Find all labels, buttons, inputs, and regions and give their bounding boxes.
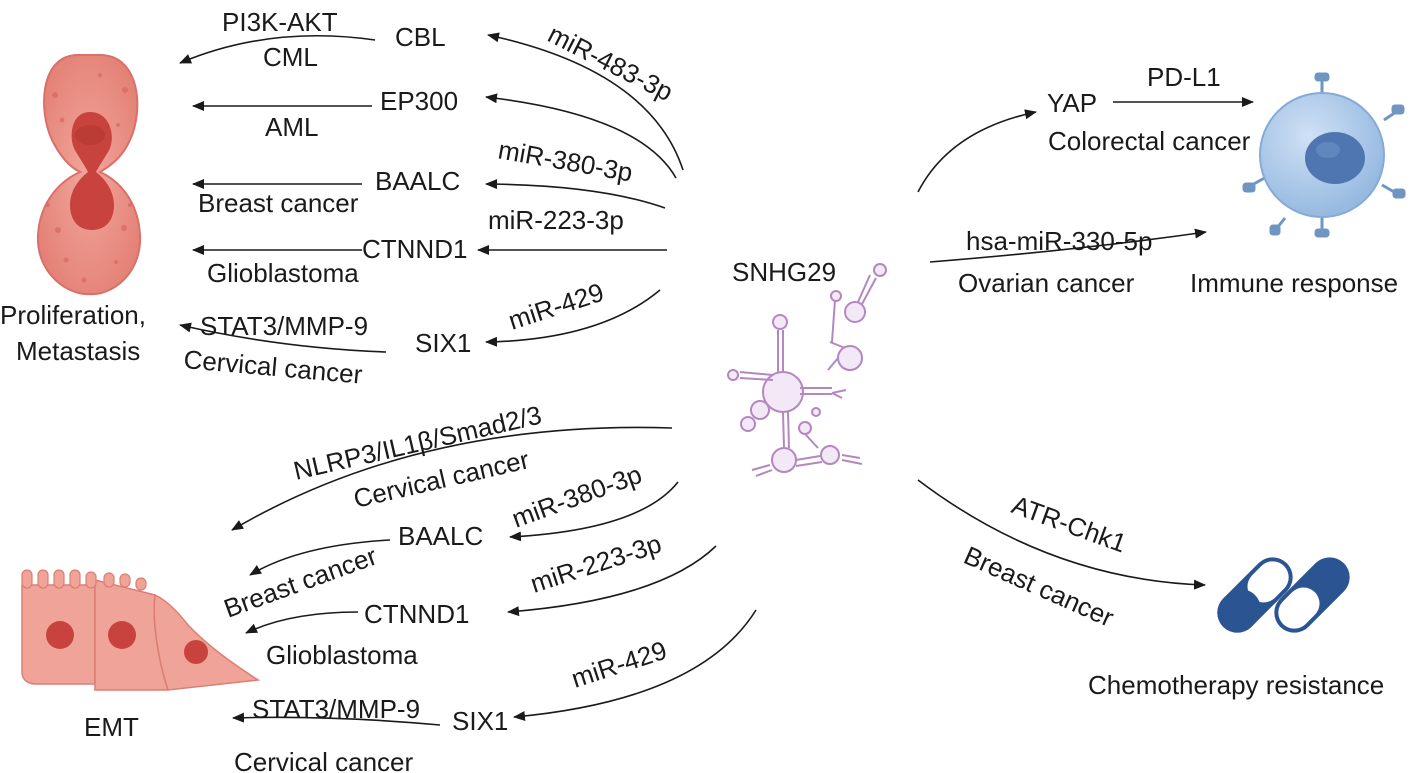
arrow-snhg29-to-yap (917, 109, 1037, 193)
arrow-mir380-to-baalc (485, 179, 666, 209)
cancer-glioblastoma-emt: Glioblastoma (266, 640, 418, 670)
cancer-colorectal: Colorectal cancer (1048, 126, 1251, 156)
dividing-cell-icon (36, 54, 142, 296)
arrow-ctnnd1-to-emt (245, 611, 359, 634)
gene-ctnnd1-emt: CTNND1 (364, 599, 469, 629)
pathway-atr-chk1: ATR-Chk1 (1008, 489, 1130, 558)
arrow-six1-to-emt (232, 712, 441, 726)
outcome-proliferation: Proliferation, (0, 300, 146, 330)
snhg29-rna-structure-icon (727, 263, 887, 477)
outcome-metastasis: Metastasis (16, 336, 140, 366)
mirna-380-3p: miR-380-3p (496, 134, 635, 187)
arrow-snhg29-to-immune (929, 228, 1207, 263)
mirna-223-3p: miR-223-3p (488, 205, 624, 235)
mirna-429-emt: miR-429 (568, 635, 671, 694)
pathway-pi3k-akt: PI3K-AKT (222, 7, 338, 37)
arrow-mir380-to-baalc-emt (509, 481, 679, 542)
arrow-mir223-to-ctnnd1-emt (507, 545, 717, 617)
mirna-330-5p: hsa-miR-330-5p (966, 226, 1152, 256)
gene-six1: SIX1 (415, 328, 471, 358)
cancer-ovarian: Ovarian cancer (958, 268, 1135, 298)
arrow-mir483-to-cbl (487, 32, 684, 171)
cancer-breast-emt: Breast cancer (220, 540, 381, 623)
arrow-mir483-to-ep300 (485, 93, 677, 179)
arrow-mir429-to-six1 (485, 289, 661, 347)
immune-cell-icon (1242, 72, 1406, 238)
gene-ctnnd1: CTNND1 (362, 234, 467, 264)
mirna-223-3p-emt: miR-223-3p (527, 528, 665, 599)
outcome-immune: Immune response (1190, 268, 1398, 298)
emt-cells-icon (21, 569, 261, 691)
center-label: SNHG29 (732, 257, 836, 287)
gene-baalc-emt: BAALC (398, 521, 483, 551)
pathway-stat3-mmp9: STAT3/MMP-9 (200, 311, 368, 341)
outcome-emt: EMT (84, 712, 139, 742)
mirna-483-3p: miR-483-3p (543, 19, 678, 107)
arrow-six1-to-proliferation (179, 322, 387, 353)
cancer-glioblastoma: Glioblastoma (207, 258, 359, 288)
gene-ep300: EP300 (380, 86, 458, 116)
cancer-breast-chemo: Breast cancer (960, 540, 1119, 633)
arrow-baalc-to-emt (249, 539, 391, 576)
outcome-chemo: Chemotherapy resistance (1088, 670, 1384, 700)
cancer-breast: Breast cancer (198, 188, 359, 218)
pathway-stat3-mmp9-emt: STAT3/MMP-9 (252, 694, 420, 724)
cancer-aml: AML (265, 112, 318, 142)
gene-yap: YAP (1047, 88, 1097, 118)
gene-pdl1: PD-L1 (1147, 62, 1221, 92)
gene-six1-emt: SIX1 (452, 706, 508, 736)
pill-capsules-icon (1217, 557, 1350, 633)
arrows (179, 32, 1254, 726)
gene-baalc: BAALC (375, 166, 460, 196)
arrow-cbl-to-proliferation (179, 34, 376, 64)
cancer-cervical-emt-2: Cervical cancer (234, 747, 414, 773)
cancer-cml: CML (263, 42, 318, 72)
gene-cbl: CBL (395, 22, 446, 52)
arrow-nlrp3-to-emt (231, 426, 673, 531)
arrow-mir429-to-six1-emt (513, 609, 757, 721)
arrow-snhg29-to-chemo (917, 479, 1206, 590)
cancer-cervical: Cervical cancer (182, 344, 363, 390)
